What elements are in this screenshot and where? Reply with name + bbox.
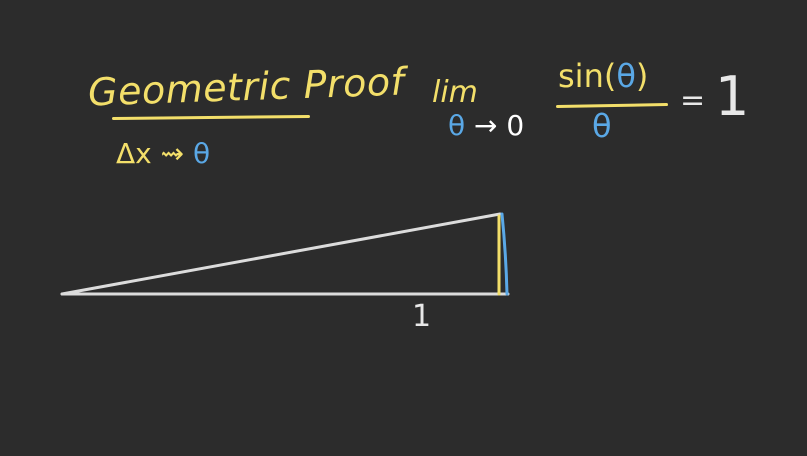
numerator-theta: θ bbox=[616, 57, 636, 95]
limit-approach: → 0 bbox=[465, 109, 525, 142]
triangle-arc bbox=[500, 212, 509, 296]
limit-word: lim bbox=[432, 75, 478, 110]
triangle-hypotenuse bbox=[60, 212, 502, 296]
limit-subscript: θ → 0 bbox=[448, 112, 524, 140]
limit-variable: θ bbox=[448, 109, 466, 142]
equals-sign: = bbox=[680, 83, 706, 118]
squiggle-arrow-icon: ⇝ bbox=[151, 137, 193, 170]
subtitle: Δx ⇝ θ bbox=[116, 140, 210, 168]
delta-x-label: Δx bbox=[116, 137, 152, 170]
base-length-label: 1 bbox=[412, 299, 432, 334]
fraction-denominator: θ bbox=[592, 107, 612, 145]
numerator-close-paren: ) bbox=[635, 57, 649, 95]
theta-label: θ bbox=[193, 137, 211, 170]
fraction-numerator: sin(θ) bbox=[558, 60, 648, 92]
sin-function: sin( bbox=[558, 57, 617, 95]
limit-result: 1 bbox=[715, 65, 750, 128]
